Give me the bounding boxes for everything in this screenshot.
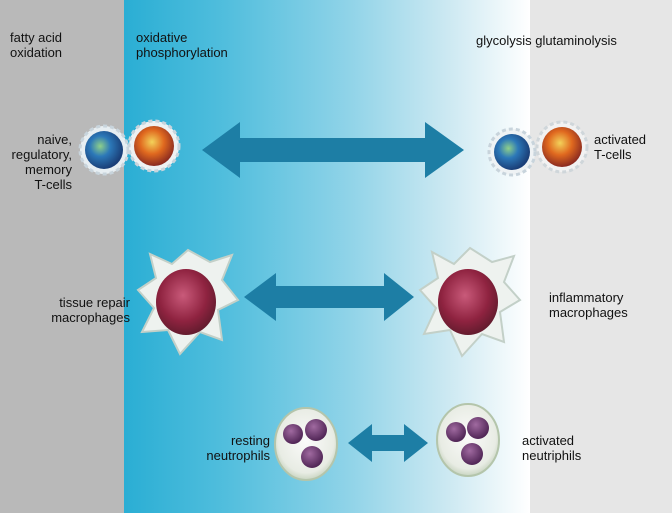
naive-tcells-label: naive, regulatory, memory T-cells xyxy=(11,132,72,192)
activated-tcell-orange-cell xyxy=(535,120,589,174)
glycolysis-zone xyxy=(530,0,672,513)
activated-neutrophils-label: activated neutriphils xyxy=(522,433,582,463)
naive-tcell-orange-cell xyxy=(127,119,181,173)
resting-neutrophil-cell xyxy=(274,407,338,481)
fatty-acid-oxidation-label: fatty acid oxidation xyxy=(10,30,63,60)
activated-neutrophil-cell xyxy=(436,403,500,477)
activated-tcells-label: activated T-cells xyxy=(594,132,647,162)
activated-tcell-blue-cell xyxy=(487,127,537,177)
macrophage-double-arrow xyxy=(244,273,414,321)
oxidative-phosphorylation-label: oxidative phosphorylation xyxy=(136,30,228,60)
tissue-repair-macrophage-cell xyxy=(136,248,240,356)
naive-tcell-blue-cell xyxy=(78,124,130,176)
inflammatory-macrophages-label: inflammatory macrophages xyxy=(549,290,628,320)
tissue-repair-macrophages-label: tissue repair macrophages xyxy=(51,295,130,325)
tcell-double-arrow xyxy=(202,122,464,178)
glycolysis-glutaminolysis-label: glycolysis glutaminolysis xyxy=(476,33,617,48)
neutrophil-double-arrow xyxy=(348,424,428,462)
resting-neutrophils-label: resting neutrophils xyxy=(206,433,270,463)
inflammatory-macrophage-cell xyxy=(418,246,522,358)
fatty-acid-oxidation-zone xyxy=(0,0,124,513)
